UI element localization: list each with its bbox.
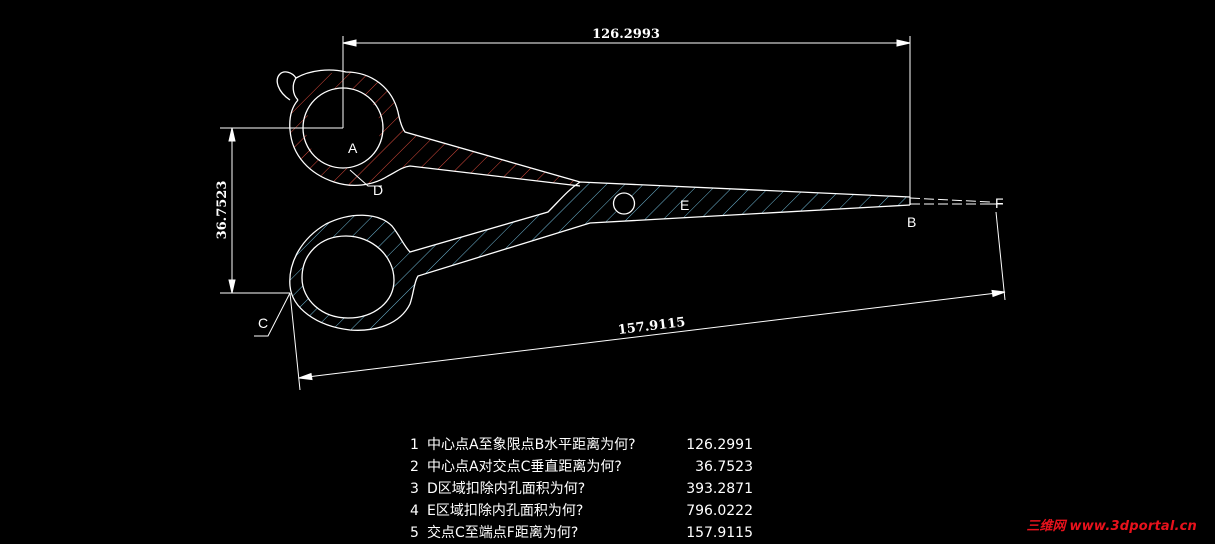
region-e bbox=[289, 181, 911, 331]
watermark-url: www.3dportal.cn bbox=[1069, 519, 1197, 534]
dim-horizontal-text: 126.2993 bbox=[592, 27, 660, 42]
label-e: E bbox=[680, 197, 689, 213]
dim-aligned bbox=[289, 211, 1006, 391]
question-row: 2 中心点A对交点C垂直距离为何? 36.7523 bbox=[410, 456, 753, 478]
question-text: 中心点A对交点C垂直距离为何? bbox=[427, 459, 622, 475]
question-number: 5 bbox=[410, 525, 419, 541]
question-text: E区域扣除内孔面积为何? bbox=[427, 503, 584, 519]
question-list: 1 中心点A至象限点B水平距离为何? 126.2991 2 中心点A对交点C垂直… bbox=[410, 434, 753, 544]
question-text: 中心点A至象限点B水平距离为何? bbox=[427, 437, 636, 453]
question-answer: 796.0222 bbox=[686, 503, 753, 519]
question-number: 3 bbox=[410, 481, 419, 497]
question-row: 5 交点C至端点F距离为何? 157.9115 bbox=[410, 522, 753, 544]
watermark-cn: 三维网 bbox=[1026, 519, 1066, 534]
question-number: 4 bbox=[410, 503, 419, 519]
label-b: B bbox=[907, 214, 916, 230]
question-answer: 393.2871 bbox=[686, 481, 753, 497]
question-row: 1 中心点A至象限点B水平距离为何? 126.2991 bbox=[410, 434, 753, 456]
dim-vertical bbox=[220, 127, 343, 294]
question-number: 1 bbox=[410, 437, 419, 453]
leaders bbox=[254, 169, 1003, 337]
dashed-extension bbox=[909, 197, 991, 205]
question-row: 3 D区域扣除内孔面积为何? 393.2871 bbox=[410, 478, 753, 500]
question-answer: 126.2991 bbox=[686, 437, 753, 453]
question-answer: 36.7523 bbox=[695, 459, 753, 475]
label-f: F bbox=[995, 195, 1004, 211]
label-a: A bbox=[348, 140, 358, 156]
question-text: 交点C至端点F距离为何? bbox=[427, 525, 579, 541]
dim-vertical-text: 36.7523 bbox=[215, 181, 230, 240]
question-answer: 157.9115 bbox=[686, 525, 753, 541]
dim-horizontal bbox=[342, 36, 911, 197]
label-d: D bbox=[373, 182, 383, 198]
label-c: C bbox=[258, 315, 268, 331]
question-number: 2 bbox=[410, 459, 419, 475]
question-row: 4 E区域扣除内孔面积为何? 796.0222 bbox=[410, 500, 753, 522]
question-text: D区域扣除内孔面积为何? bbox=[427, 481, 586, 497]
